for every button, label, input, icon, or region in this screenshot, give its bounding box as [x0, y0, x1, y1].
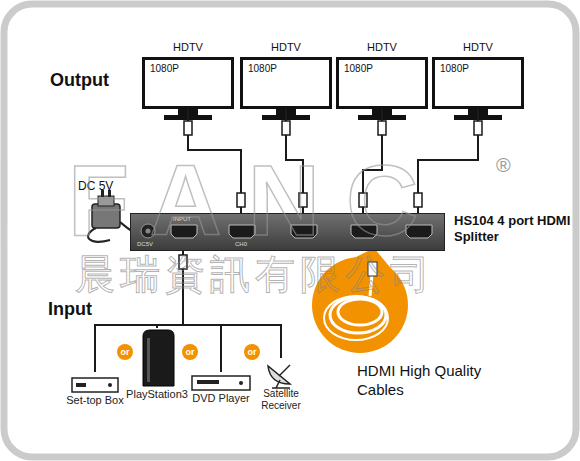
or-badge-text: or [180, 345, 200, 359]
hdmi-cable [418, 109, 478, 213]
hdmi-plug [184, 121, 192, 135]
set-top-box-icon [72, 378, 118, 392]
hdmi-cable [188, 109, 241, 213]
watermark: 晨瑞資訊有限公司 [75, 254, 435, 294]
resolution-label: 1080P [248, 63, 277, 74]
hdmi-splitter: HS104 4 port HDMI SplitterINPUTDC5VCH0 [130, 213, 445, 251]
section-heading: Input [48, 299, 92, 320]
source-device: Set-top Box [55, 372, 135, 407]
playstation3-icon [143, 330, 174, 386]
resolution-label: 1080P [440, 63, 469, 74]
device-name: Satellite Receiver [248, 388, 314, 411]
device-heading: HDTV [145, 41, 231, 53]
product-name: HS104 4 port HDMI Splitter [454, 213, 572, 246]
hdmi-cable [183, 251, 221, 372]
device-name: DVD Player [186, 392, 256, 405]
or-badges [117, 344, 260, 360]
hdtv-monitor: HDTV1080P [142, 57, 234, 109]
hdmi-plug [378, 121, 386, 135]
hdmi-plug [237, 193, 245, 207]
hdmi-plug [359, 193, 367, 207]
or-badge-text: or [242, 345, 262, 359]
or-badge-text: or [115, 345, 135, 359]
hdmi-plug [414, 193, 422, 207]
device-name: Set-top Box [55, 394, 135, 407]
tv-stands [164, 109, 502, 120]
source-device: PlayStation3 [120, 328, 194, 401]
device-heading: HDTV [435, 41, 521, 53]
hdtv-monitor: HDTV1080P [240, 57, 332, 109]
callout-caption: HDMI High Quality Cables [357, 362, 517, 400]
hdmi-plug [282, 121, 290, 135]
hdmi-cable [183, 251, 281, 358]
resolution-label: 1080P [150, 63, 179, 74]
device-heading: HDTV [339, 41, 425, 53]
port-label: INPUT [173, 216, 191, 222]
registered-mark: ® [496, 154, 511, 177]
source-device: DVD Player [186, 372, 256, 405]
source-device: Satellite Receiver [248, 358, 314, 411]
hdmi-plug [474, 121, 482, 135]
device-heading: HDTV [243, 41, 329, 53]
cable-callout [312, 248, 408, 353]
satellite-dish-icon [268, 365, 290, 388]
port-label: CH0 [235, 241, 247, 247]
hdmi-plug [299, 193, 307, 207]
hdmi-plug [179, 255, 187, 269]
port-label: DC5V [137, 241, 153, 247]
resolution-label: 1080P [344, 63, 373, 74]
frame [4, 4, 576, 457]
dvd-player-icon [192, 376, 250, 390]
adapter-label: DC 5V [78, 179, 113, 193]
hdtv-monitor: HDTV1080P [336, 57, 428, 109]
device-name: PlayStation3 [120, 388, 194, 401]
hdmi-cable [95, 251, 183, 372]
hdtv-monitor: HDTV1080P [432, 57, 524, 109]
section-heading: Output [50, 70, 109, 91]
